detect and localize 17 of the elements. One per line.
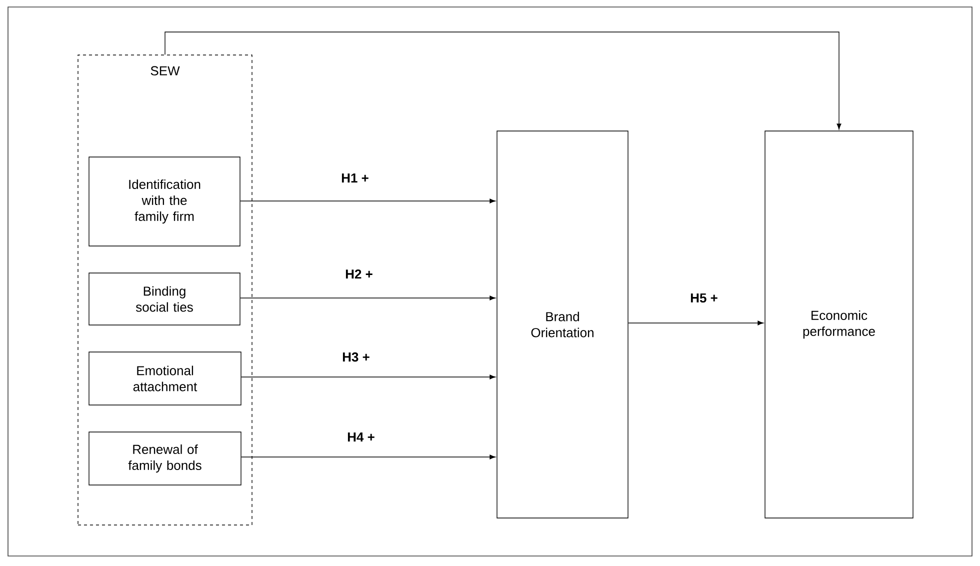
arrow: [241, 374, 496, 380]
arrow: [240, 296, 496, 300]
construct-box: Identification with the family firm: [88, 156, 240, 246]
edge-label: H1 +: [340, 172, 370, 184]
edge-label: H4 +: [346, 432, 376, 442]
edge-label: H3 +: [341, 351, 371, 363]
edge-label: H2 +: [344, 268, 374, 280]
arrow: [241, 454, 496, 460]
construct-box: Brand Orientation: [496, 130, 628, 518]
construct-box: Binding social ties: [88, 272, 240, 326]
arrow: [628, 320, 764, 326]
construct-box: Economic performance: [764, 130, 914, 518]
arrow: [164, 32, 842, 130]
edge-label: H5 +: [689, 292, 719, 304]
construct-box: Renewal of family bonds: [88, 432, 242, 486]
construct-box: Emotional attachment: [88, 352, 242, 406]
arrow: [240, 198, 496, 204]
